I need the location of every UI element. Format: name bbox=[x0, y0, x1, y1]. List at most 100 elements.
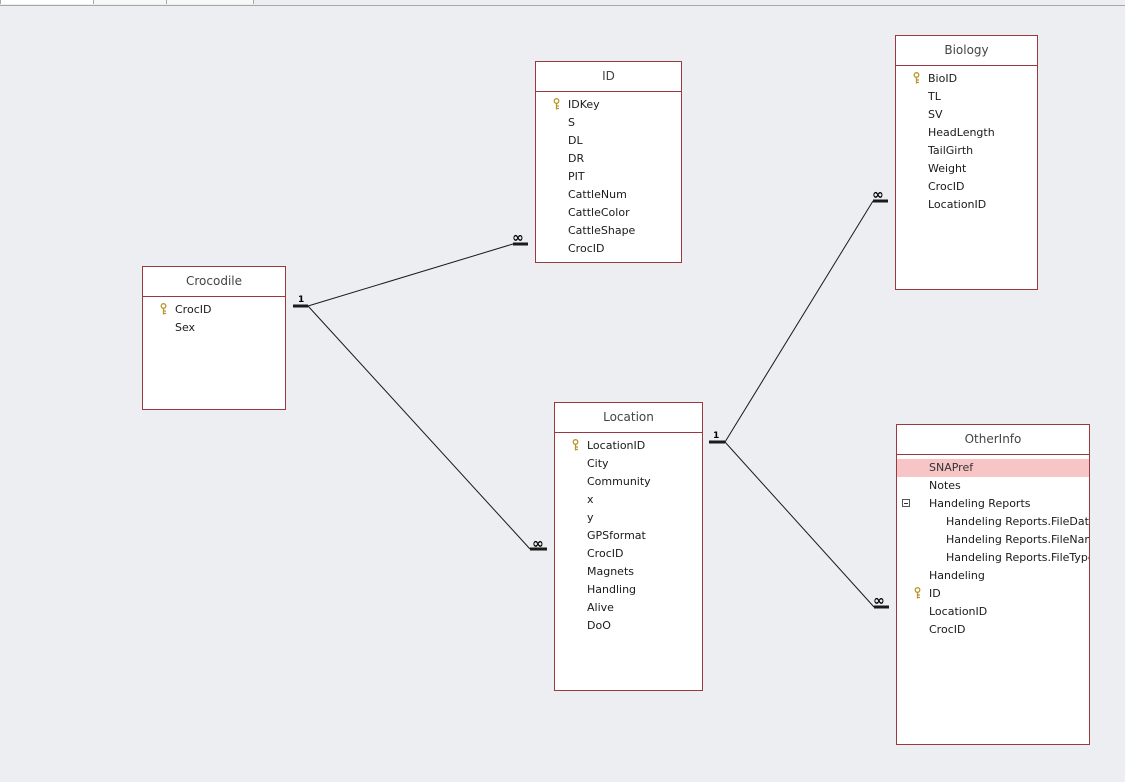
field-row-child[interactable]: Handeling Reports.FileType bbox=[897, 549, 1089, 567]
table-biology[interactable]: Biology BioID TL SV HeadLength TailGirth… bbox=[895, 35, 1038, 290]
field-row[interactable]: S bbox=[536, 114, 681, 132]
field-row[interactable]: Handeling Reports bbox=[897, 495, 1089, 513]
field-row[interactable]: IDKey bbox=[536, 96, 681, 114]
field-row[interactable]: LocationID bbox=[555, 437, 702, 455]
field-row[interactable]: x bbox=[555, 491, 702, 509]
field-row[interactable]: TailGirth bbox=[896, 142, 1037, 160]
field-row-selected[interactable]: SNAPref bbox=[897, 459, 1089, 477]
field-row[interactable]: Notes bbox=[897, 477, 1089, 495]
field-name: Weight bbox=[928, 162, 967, 175]
field-row[interactable]: CrocID bbox=[897, 621, 1089, 639]
field-row[interactable]: y bbox=[555, 509, 702, 527]
field-row[interactable]: ID bbox=[897, 585, 1089, 603]
table-title[interactable]: Crocodile bbox=[143, 267, 285, 297]
field-name: x bbox=[587, 493, 594, 506]
field-name: Sex bbox=[175, 321, 196, 334]
field-row-child[interactable]: Handeling Reports.FileData bbox=[897, 513, 1089, 531]
field-row[interactable]: CattleNum bbox=[536, 186, 681, 204]
field-row[interactable]: CrocID bbox=[143, 301, 285, 319]
table-location[interactable]: Location LocationID City Community x y G… bbox=[554, 402, 703, 691]
field-name: ID bbox=[929, 587, 941, 600]
relationship-location-biology[interactable]: 1 ∞ bbox=[709, 187, 888, 444]
field-row[interactable]: City bbox=[555, 455, 702, 473]
field-row[interactable]: CrocID bbox=[536, 240, 681, 258]
field-name: Alive bbox=[587, 601, 614, 614]
field-name: TL bbox=[928, 90, 941, 103]
field-row[interactable]: DoO bbox=[555, 617, 702, 635]
key-icon bbox=[553, 98, 560, 110]
field-row[interactable]: DR bbox=[536, 150, 681, 168]
field-row[interactable]: Handeling bbox=[897, 567, 1089, 585]
field-name: IDKey bbox=[568, 98, 600, 111]
field-name: Handeling Reports.FileType bbox=[946, 551, 1090, 564]
relationship-location-otherinfo[interactable]: ∞ bbox=[724, 441, 889, 609]
field-name: DoO bbox=[587, 619, 611, 632]
table-crocodile[interactable]: Crocodile CrocID Sex bbox=[142, 266, 286, 410]
field-name: Handling bbox=[587, 583, 637, 596]
field-row[interactable]: CattleShape bbox=[536, 222, 681, 240]
field-name: TailGirth bbox=[928, 144, 974, 157]
field-row-child[interactable]: Handeling Reports.FileName bbox=[897, 531, 1089, 549]
field-row[interactable]: CrocID bbox=[896, 178, 1037, 196]
field-row[interactable]: Alive bbox=[555, 599, 702, 617]
field-row[interactable]: DL bbox=[536, 132, 681, 150]
field-name: CrocID bbox=[929, 623, 966, 636]
field-name: y bbox=[587, 511, 594, 524]
table-title[interactable]: Biology bbox=[896, 36, 1037, 66]
field-row[interactable]: HeadLength bbox=[896, 124, 1037, 142]
field-row[interactable]: Magnets bbox=[555, 563, 702, 581]
field-name: GPSformat bbox=[587, 529, 646, 542]
table-id[interactable]: ID IDKey S DL DR PIT CattleNum CattleCol… bbox=[535, 61, 682, 263]
field-name: DL bbox=[568, 134, 583, 147]
field-name: CrocID bbox=[928, 180, 965, 193]
field-name: HeadLength bbox=[928, 126, 995, 139]
field-name: S bbox=[568, 116, 575, 129]
many-label: ∞ bbox=[512, 230, 524, 246]
field-name: SNAPref bbox=[929, 461, 974, 474]
key-icon bbox=[914, 587, 921, 599]
field-row[interactable]: Community bbox=[555, 473, 702, 491]
field-name: CattleNum bbox=[568, 188, 627, 201]
field-name: LocationID bbox=[928, 198, 987, 211]
one-label: 1 bbox=[298, 295, 304, 305]
field-row[interactable]: CattleColor bbox=[536, 204, 681, 222]
field-name: DR bbox=[568, 152, 585, 165]
table-title[interactable]: ID bbox=[536, 62, 681, 92]
field-row[interactable]: PIT bbox=[536, 168, 681, 186]
key-icon bbox=[572, 439, 579, 451]
relationship-crocodile-location[interactable]: ∞ bbox=[307, 305, 547, 552]
table-title[interactable]: Location bbox=[555, 403, 702, 433]
field-name: Magnets bbox=[587, 565, 634, 578]
relationship-crocodile-id[interactable]: 1 ∞ bbox=[293, 230, 528, 308]
field-name: Handeling Reports.FileData bbox=[946, 515, 1090, 528]
field-row[interactable]: GPSformat bbox=[555, 527, 702, 545]
field-row[interactable]: Sex bbox=[143, 319, 285, 337]
field-name: City bbox=[587, 457, 609, 470]
field-row[interactable]: Handling bbox=[555, 581, 702, 599]
field-row[interactable]: Weight bbox=[896, 160, 1037, 178]
field-name: LocationID bbox=[587, 439, 646, 452]
field-name: SV bbox=[928, 108, 943, 121]
field-name: BioID bbox=[928, 72, 958, 85]
key-icon bbox=[913, 72, 920, 84]
field-name: Handeling bbox=[929, 569, 985, 582]
field-row[interactable]: CrocID bbox=[555, 545, 702, 563]
field-row[interactable]: SV bbox=[896, 106, 1037, 124]
field-name: LocationID bbox=[929, 605, 988, 618]
field-name: PIT bbox=[568, 170, 585, 183]
field-name: CattleColor bbox=[568, 206, 630, 219]
one-label: 1 bbox=[713, 431, 719, 441]
table-otherinfo[interactable]: OtherInfo SNAPref Notes Handeling Report… bbox=[896, 424, 1090, 745]
field-name: CattleShape bbox=[568, 224, 636, 237]
many-label: ∞ bbox=[532, 536, 544, 552]
field-row[interactable]: LocationID bbox=[896, 196, 1037, 214]
document-tab[interactable] bbox=[166, 0, 254, 4]
table-title[interactable]: OtherInfo bbox=[897, 425, 1089, 455]
many-label: ∞ bbox=[873, 593, 885, 609]
field-row[interactable]: BioID bbox=[896, 70, 1037, 88]
field-row[interactable]: TL bbox=[896, 88, 1037, 106]
field-row[interactable]: LocationID bbox=[897, 603, 1089, 621]
minus-box-icon[interactable] bbox=[902, 499, 910, 507]
field-name: CrocID bbox=[568, 242, 605, 255]
